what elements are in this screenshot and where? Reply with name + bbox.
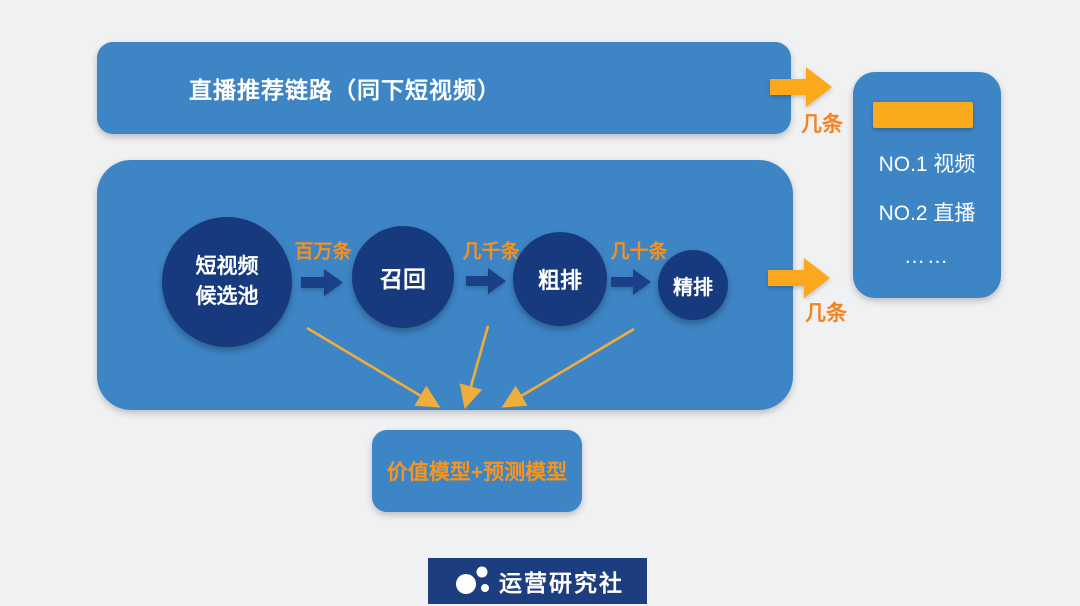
result-item-ellipsis: …… bbox=[904, 245, 950, 268]
stage-recall-label: 召回 bbox=[380, 266, 426, 292]
right-arrow-icon bbox=[770, 67, 832, 107]
brand-molecule-icon bbox=[456, 566, 489, 594]
stage-fine-rank-label: 精排 bbox=[673, 276, 713, 299]
result-panel: NO.1 视频 NO.2 直播 …… bbox=[853, 72, 1001, 298]
stage-candidate-pool: 短视频 候选池 bbox=[162, 217, 292, 347]
transition-label-millions: 百万条 bbox=[294, 241, 352, 263]
stage-candidate-pool-line1: 短视频 bbox=[195, 255, 259, 278]
right-arrow-icon bbox=[768, 258, 830, 298]
stage-coarse-rank: 粗排 bbox=[513, 232, 607, 326]
stage-candidate-pool-line2: 候选池 bbox=[195, 285, 259, 308]
live-recommend-chain-box: 直播推荐链路（同下短视频） bbox=[97, 42, 791, 134]
highlight-bar bbox=[873, 102, 973, 128]
right-arrow-icon bbox=[466, 268, 506, 294]
logo-bar: 运营研究社 bbox=[428, 558, 647, 604]
stage-recall: 召回 bbox=[352, 226, 454, 328]
model-box: 价值模型+预测模型 bbox=[372, 430, 582, 512]
live-recommend-chain-label: 直播推荐链路（同下短视频） bbox=[189, 77, 501, 103]
mid-arrow-count-label: 几条 bbox=[805, 302, 847, 325]
model-box-label: 价值模型+预测模型 bbox=[386, 461, 568, 484]
transition-label-thousands: 几千条 bbox=[462, 241, 520, 263]
stage-fine-rank: 精排 bbox=[658, 250, 728, 320]
stage-coarse-rank-label: 粗排 bbox=[537, 268, 582, 293]
transition-label-dozens: 几十条 bbox=[610, 241, 668, 263]
right-arrow-icon bbox=[301, 269, 343, 296]
result-item: NO.2 直播 bbox=[878, 202, 976, 225]
logo-text: 运营研究社 bbox=[499, 570, 624, 596]
top-arrow-count-label: 几条 bbox=[801, 113, 843, 136]
result-item: NO.1 视频 bbox=[878, 153, 976, 176]
right-arrow-icon bbox=[611, 269, 651, 295]
